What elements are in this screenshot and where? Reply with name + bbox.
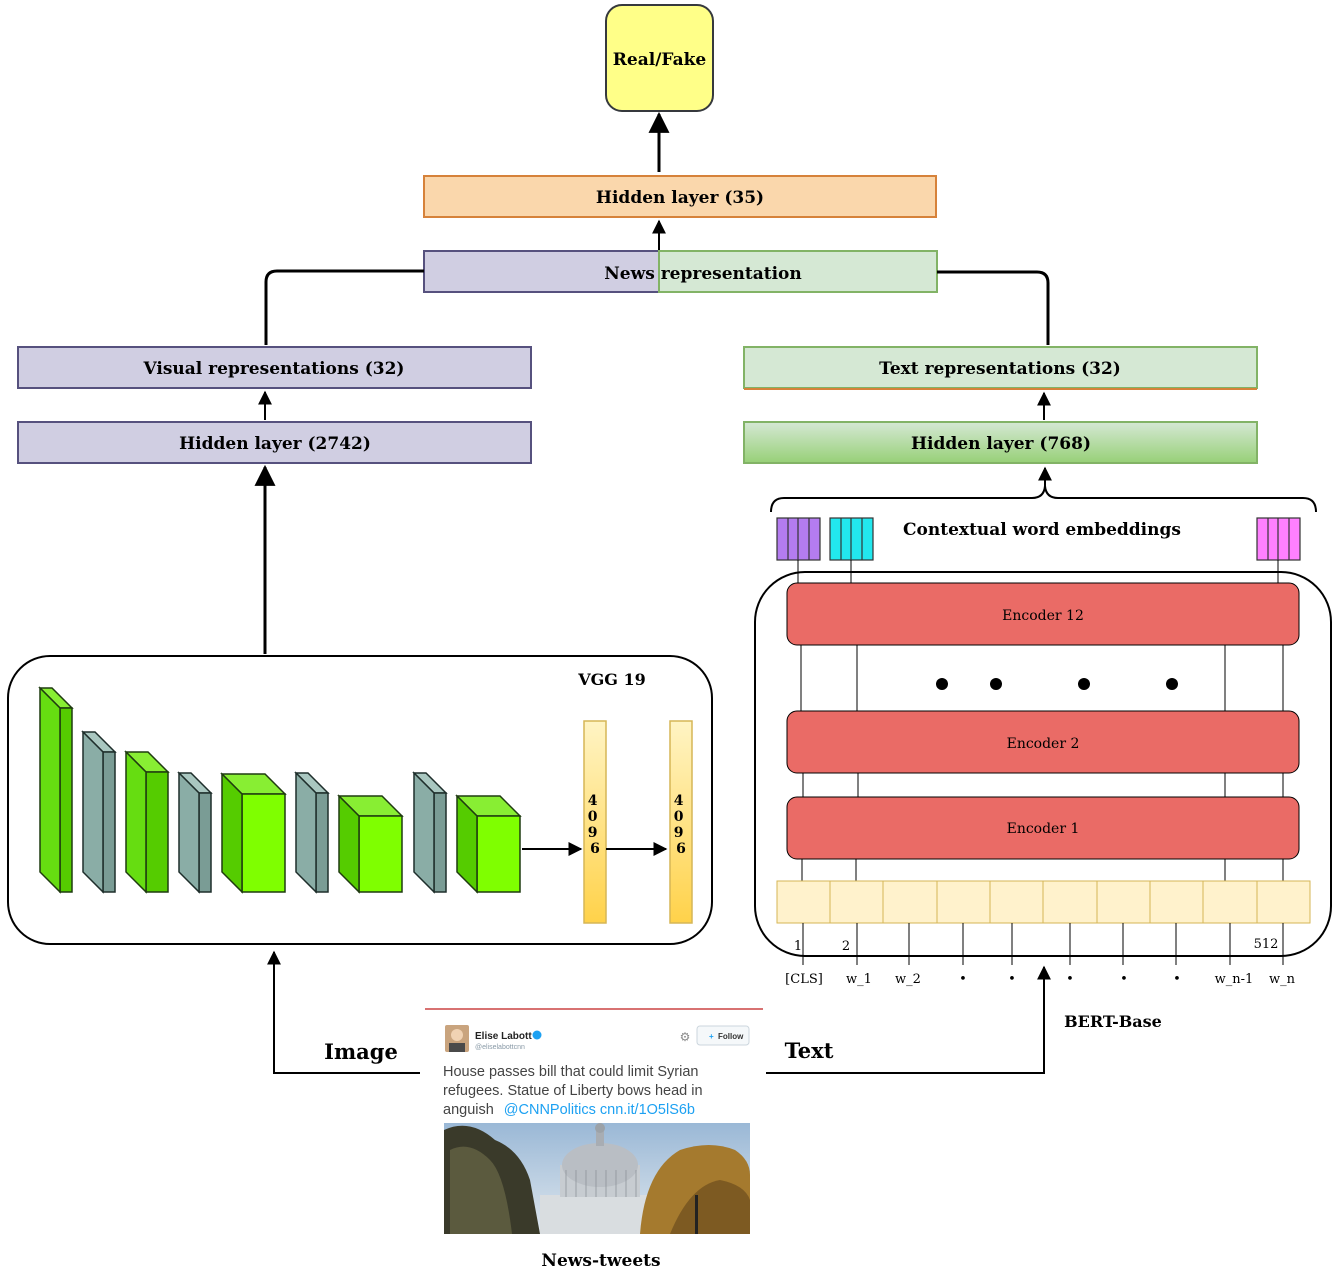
hidden-layer-35-label: Hidden layer (35) [596, 188, 764, 208]
token-dot-4: • [1120, 972, 1128, 987]
token-wn: w_n [1269, 972, 1296, 987]
vgg-conv-layer-2 [124, 750, 170, 894]
vgg-pool-layer-4 [412, 771, 448, 894]
encoder-1-label: Encoder 1 [1007, 821, 1080, 837]
follow-button[interactable]: + Follow [696, 1025, 750, 1046]
image-input-label: Image [324, 1039, 398, 1064]
hidden-layer-2742-label: Hidden layer (2742) [179, 434, 371, 454]
vgg19-title: VGG 19 [577, 670, 646, 689]
follow-label: Follow [718, 1032, 744, 1041]
token-cls: [CLS] [785, 972, 823, 987]
vgg-fc-layer-2: 4 0 9 6 [669, 720, 693, 924]
hidden-layer-768: Hidden layer (768) [743, 421, 1258, 464]
bert-block: Encoder 12 Encoder 2 Encoder 1 1 2 [754, 560, 1332, 957]
news-representation: News representation [423, 250, 938, 293]
connector-text-to-news [937, 270, 1050, 345]
hidden-layer-768-label: Hidden layer (768) [911, 434, 1091, 454]
position-512: 512 [1254, 937, 1279, 952]
news-tweets-caption: News-tweets [541, 1251, 660, 1271]
encoder-1: Encoder 1 [786, 796, 1300, 860]
tweet-handle: @eliselabottcnn [475, 1044, 525, 1051]
token-dot-5: • [1173, 972, 1181, 987]
vgg-fc1-size: 4 0 9 6 [588, 793, 603, 857]
token-w1: w_1 [846, 972, 872, 987]
vgg19-block: VGG 19 [7, 655, 713, 945]
embedding-brace [770, 485, 1317, 513]
output-label: Real/Fake [613, 50, 707, 70]
vgg-conv-layer-1 [38, 686, 74, 894]
bert-connector-lines [797, 560, 1284, 881]
arrow-image-to-vgg [267, 950, 420, 1074]
contextual-embeddings-label: Contextual word embeddings [903, 520, 1181, 540]
hidden-layer-35: Hidden layer (35) [423, 175, 937, 218]
vgg-conv-layer-5 [455, 794, 522, 894]
tweet-photo [444, 1123, 750, 1234]
text-input-label: Text [785, 1038, 834, 1063]
vgg-pool-layer-1 [81, 730, 117, 894]
encoder-2-label: Encoder 2 [1007, 736, 1080, 752]
vgg-pool-layer-2 [177, 771, 213, 894]
bert-title: BERT-Base [1064, 1012, 1162, 1031]
hidden-layer-2742: Hidden layer (2742) [17, 421, 532, 464]
token-dot-2: • [1008, 972, 1016, 987]
vgg-conv-layer-4 [337, 794, 404, 894]
tweet-text-line-1: House passes bill that could limit Syria… [443, 1064, 698, 1080]
output-node: Real/Fake [605, 4, 714, 112]
encoder-ellipsis [936, 678, 1178, 690]
position-1: 1 [794, 939, 802, 954]
tweet-link[interactable]: @CNNPolitics cnn.it/1O5lS6b [504, 1102, 695, 1118]
arrow-text-to-bert [766, 965, 1051, 1074]
token-dot-3: • [1066, 972, 1074, 987]
embedding-w1 [829, 517, 874, 561]
vgg-fc-layer-1: 4 0 9 6 [583, 720, 607, 924]
token-wn-1: w_n-1 [1215, 972, 1254, 987]
token-labels: [CLS] w_1 w_2 • • • • • w_n-1 w_n [785, 972, 1295, 987]
token-input-lines [802, 923, 1284, 965]
tweet-text-line-2: refugees. Statue of Liberty bows head in [443, 1083, 703, 1099]
encoder-12: Encoder 12 [786, 582, 1300, 646]
news-representation-label: News representation [604, 264, 802, 284]
token-embedding-row [776, 880, 1311, 924]
position-2: 2 [842, 939, 850, 954]
encoder-12-label: Encoder 12 [1002, 608, 1084, 624]
tweet-user-name: Elise Labott [475, 1031, 532, 1042]
text-representations: Text representations (32) [743, 346, 1258, 390]
tweet-text-line-3: anguish@CNNPolitics cnn.it/1O5lS6b [443, 1102, 695, 1118]
visual-representations-label: Visual representations (32) [143, 359, 405, 379]
embedding-wn [1256, 517, 1301, 561]
vgg-conv-layer-3 [220, 772, 287, 894]
token-w2: w_2 [895, 972, 921, 987]
connector-visual-to-news [264, 269, 424, 345]
follow-user-icon: + [709, 1032, 714, 1041]
embedding-cls [776, 517, 821, 561]
vgg-fc2-size: 4 0 9 6 [674, 793, 689, 857]
token-dot-1: • [959, 972, 967, 987]
vgg-pool-layer-3 [294, 771, 330, 894]
avatar [445, 1025, 469, 1052]
encoder-2: Encoder 2 [786, 710, 1300, 774]
tweet-card: Elise Labott @eliselabottcnn ⚙ + Follow … [425, 1008, 763, 1234]
visual-representations: Visual representations (32) [17, 346, 532, 389]
text-representations-label: Text representations (32) [879, 359, 1121, 379]
verified-badge-icon [532, 1030, 542, 1040]
gear-icon[interactable]: ⚙ [680, 1030, 691, 1044]
